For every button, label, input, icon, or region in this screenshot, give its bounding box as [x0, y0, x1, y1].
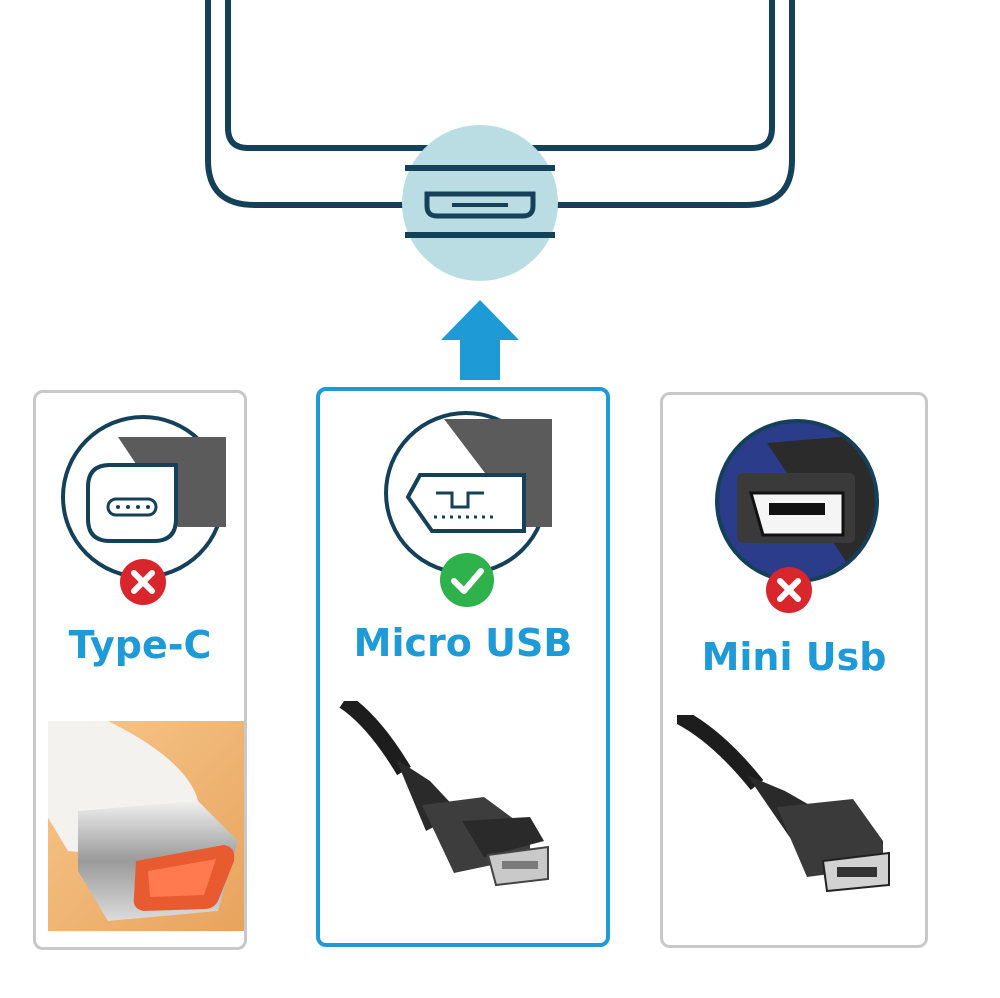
check-icon	[440, 553, 494, 607]
option-card-micro-usb: Micro USB	[316, 387, 610, 947]
option-card-type-c: Type-C	[33, 390, 247, 950]
micro-usb-connector-icon	[384, 411, 552, 575]
mini-usb-cable-photo	[677, 715, 913, 905]
up-arrow-icon	[441, 300, 519, 380]
micro-usb-cable-photo	[334, 701, 596, 901]
device-illustration	[205, 0, 795, 380]
cross-icon	[120, 559, 166, 605]
micro-usb-port-icon	[424, 191, 536, 219]
option-label: Micro USB	[353, 621, 573, 665]
type-c-cable-photo	[48, 721, 244, 931]
option-card-mini-usb: Mini Usb	[660, 392, 928, 948]
mini-usb-connector-icon	[715, 419, 879, 583]
type-c-connector-icon	[61, 415, 226, 579]
port-bottom-edge	[405, 165, 555, 238]
option-label: Type-C	[68, 623, 212, 667]
option-label: Mini Usb	[701, 635, 887, 679]
cross-icon	[766, 567, 812, 613]
